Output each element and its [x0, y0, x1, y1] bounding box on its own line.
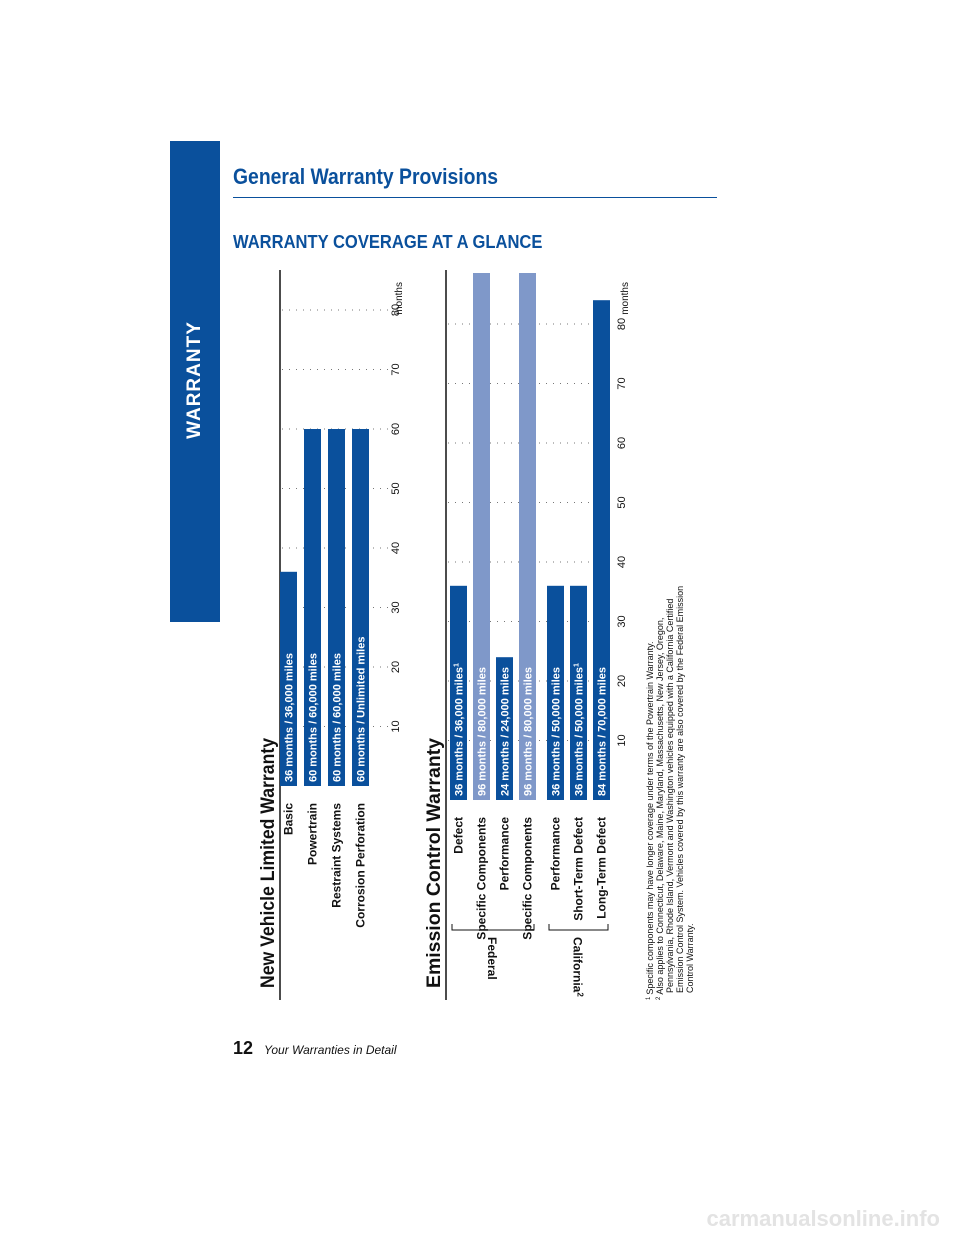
tick-label: 60 — [616, 437, 628, 449]
footnote-marker: 1 — [454, 663, 461, 667]
unit-label: months — [620, 282, 631, 315]
bar-label: 84 months / 70,000 miles — [597, 667, 609, 796]
category-label: Performance — [549, 817, 563, 891]
bar-label: 96 months / 80,000 miles — [523, 667, 535, 796]
tick-label: 70 — [616, 377, 628, 389]
tick-label: 60 — [390, 423, 402, 435]
bar — [304, 429, 321, 786]
bar — [352, 429, 369, 786]
bar — [496, 657, 513, 800]
unit-label: months — [394, 282, 405, 315]
footnote-line: Emission Control System. Vehicles covere… — [675, 586, 685, 993]
bar — [570, 585, 587, 800]
bar-label: 36 months / 36,000 miles1 — [454, 663, 466, 796]
footnote-line: 1 Specific components may have longer cov… — [645, 641, 655, 1000]
category-label: Corrosion Perforation — [354, 803, 368, 928]
bar-label: 36 months / 36,000 miles — [284, 653, 296, 782]
bar — [519, 273, 536, 800]
bar — [280, 571, 297, 786]
footnotes: 1 Specific components may have longer cov… — [645, 586, 695, 1000]
group-label: California2 — [571, 937, 585, 997]
footnote-text: Specific components may have longer cove… — [645, 641, 655, 994]
footnote-marker: 2 — [576, 992, 585, 997]
title-divider — [233, 197, 717, 198]
chart-title: Emission Control Warranty — [424, 738, 445, 988]
footnote-marker: 2 — [656, 996, 662, 1000]
page-title: General Warranty Provisions — [233, 164, 499, 189]
bar — [473, 273, 490, 800]
tick-label: 80 — [390, 304, 402, 316]
tick-label: 50 — [616, 496, 628, 508]
category-label: Long-Term Defect — [595, 817, 609, 919]
tick-label: 10 — [616, 734, 628, 746]
group-label: Federal — [485, 937, 499, 980]
tick-label: 70 — [390, 363, 402, 375]
new-vehicle-chart: New Vehicle Limited Warranty 10 20 30 40 50 60… — [258, 270, 405, 1000]
group-bracket — [548, 924, 609, 931]
tick-label: 80 — [616, 318, 628, 330]
tick-label: 30 — [616, 615, 628, 627]
tick-label: 30 — [390, 601, 402, 613]
side-tab — [170, 141, 220, 622]
category-label: Specific Components — [475, 817, 489, 940]
footnote-text: Emission Control System. Vehicles covere… — [675, 586, 685, 993]
tick-label: 10 — [390, 720, 402, 732]
footnote-text: Pennsylvania, Rhode Island, Vermont and … — [665, 599, 675, 993]
category-label: Restraint Systems — [330, 803, 344, 908]
group-bracket — [451, 924, 535, 931]
footnote-line: Control Warranty. — [685, 923, 695, 993]
bar-label: 24 months / 24,000 miles — [500, 667, 512, 796]
tick-label: 40 — [616, 556, 628, 568]
chart-title: New Vehicle Limited Warranty — [258, 738, 279, 988]
category-label: Short-Term Defect — [572, 817, 586, 921]
bar-label: 96 months / 80,000 miles — [477, 667, 489, 796]
watermark: carmanualsonline.info — [706, 1206, 941, 1231]
bar — [450, 585, 467, 800]
bar-label: 60 months / 60,000 miles — [308, 653, 320, 782]
bar-label: 36 months / 50,000 miles1 — [574, 663, 586, 796]
footnote-text: Also applies to Connecticut, Delaware, M… — [655, 618, 665, 995]
category-label: Specific Components — [521, 817, 535, 940]
bar-label: 60 months / Unlimited miles — [356, 637, 368, 782]
tick-label: 40 — [390, 542, 402, 554]
footnote-line: Pennsylvania, Rhode Island, Vermont and … — [665, 599, 675, 993]
footnote-marker: 1 — [646, 996, 652, 1000]
footnote-marker: 1 — [574, 663, 581, 667]
tick-label: 20 — [616, 675, 628, 687]
page-number: 12 — [233, 1038, 254, 1058]
bar-label: 36 months / 50,000 miles — [551, 667, 563, 796]
bar — [593, 300, 610, 800]
tick-label: 20 — [390, 661, 402, 673]
bar — [547, 585, 564, 800]
section-subtitle: WARRANTY COVERAGE AT A GLANCE — [233, 232, 543, 252]
emission-chart: Emission Control Warranty 10 20 30 40 50 60 70 8… — [424, 270, 631, 1000]
tick-label: 50 — [390, 482, 402, 494]
category-label: Defect — [452, 817, 466, 854]
footer-text: Your Warranties in Detail — [264, 1043, 397, 1057]
bar — [328, 429, 345, 786]
footnote-text: Control Warranty. — [685, 923, 695, 993]
footnote-line: 2Also applies to Connecticut, Delaware, … — [655, 618, 665, 1000]
category-label: Powertrain — [306, 803, 320, 865]
bar-label: 60 months / 60,000 miles — [332, 653, 344, 782]
category-label: Performance — [498, 817, 512, 891]
category-label: Basic — [282, 803, 296, 835]
